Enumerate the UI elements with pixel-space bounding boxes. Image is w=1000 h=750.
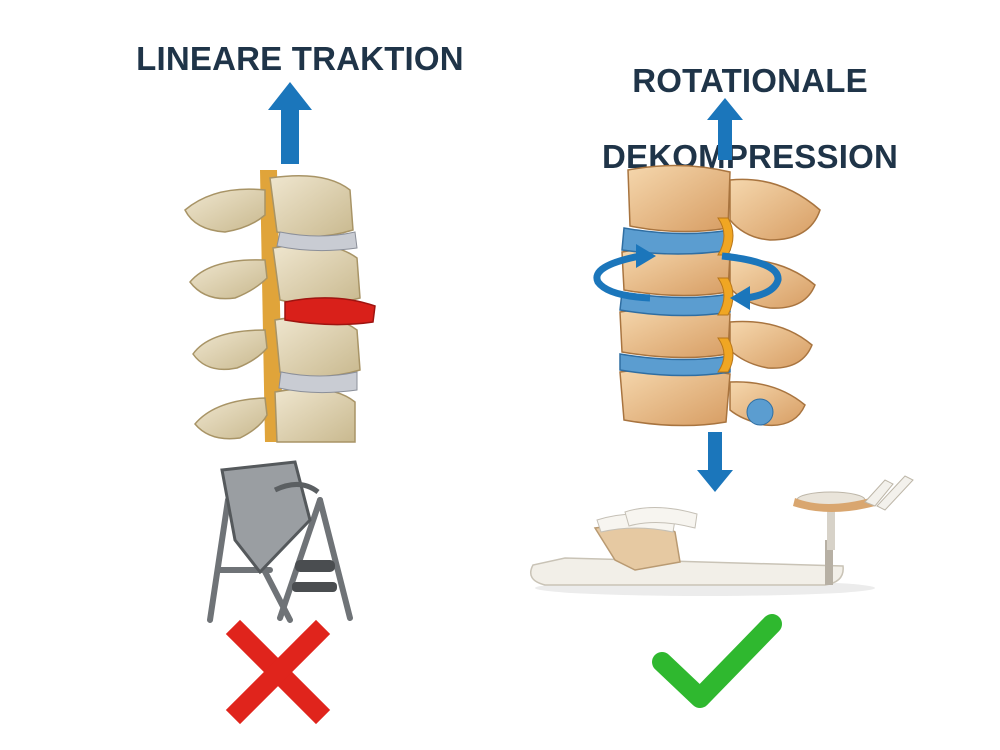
- decompression-device-illustration: [530, 475, 914, 596]
- inversion-table-illustration: [207, 460, 353, 623]
- left-up-arrow-icon: [268, 82, 312, 164]
- right-down-arrow-icon: [697, 432, 733, 492]
- right-up-arrow-icon: [707, 98, 743, 160]
- rotational-spine-illustration: [593, 164, 821, 427]
- right-title-line-1: ROTATIONALE: [632, 62, 868, 99]
- green-check-icon: [652, 614, 782, 708]
- left-title: LINEARE TRAKTION: [136, 40, 464, 77]
- linear-spine-illustration: [184, 170, 376, 443]
- rotation-arrow-icon: [593, 252, 651, 302]
- red-cross-icon: [225, 619, 331, 725]
- herniated-disc: [284, 297, 376, 326]
- right-title: ROTATIONALE DEKOMPRESSION: [560, 24, 940, 176]
